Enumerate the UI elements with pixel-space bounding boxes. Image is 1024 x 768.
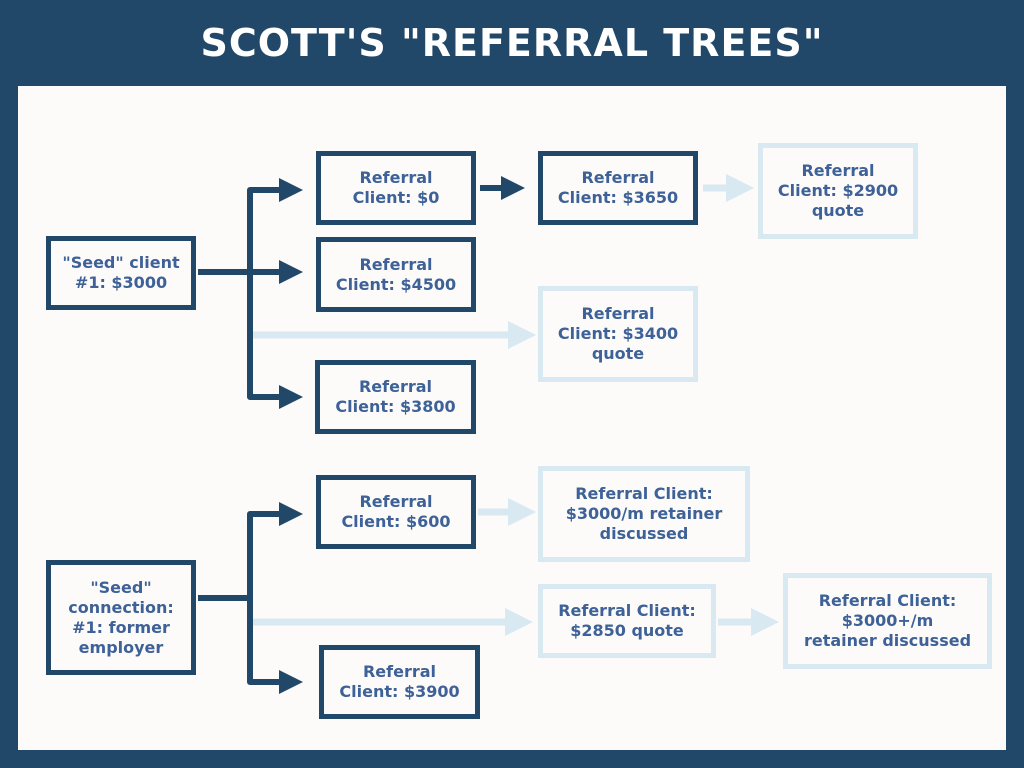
referral-quote-box: Referral Client: $2900 quote — [758, 143, 918, 239]
referral-client-box: Referral Client: $4500 — [316, 237, 476, 312]
referral-retainer-box: Referral Client: $3000/m retainer discus… — [538, 466, 750, 562]
seed-connection-label: "Seed" connection: #1: former employer — [68, 577, 174, 657]
referral-client-label: Referral Client: $600 — [341, 492, 451, 531]
referral-quote-box: Referral Client: $2850 quote — [538, 584, 716, 658]
referral-client-label: Referral Client: $3800 — [335, 377, 456, 416]
seed-client-label: "Seed" client #1: $3000 — [62, 253, 180, 292]
connector-tree2-spine — [247, 511, 283, 685]
seed-client-box: "Seed" client #1: $3000 — [46, 236, 196, 310]
referral-client-label: Referral Client: $2900 quote — [777, 161, 899, 220]
referral-client-label: Referral Client: $3900 — [339, 662, 460, 701]
referral-client-box: Referral Client: $600 — [316, 475, 476, 549]
referral-client-box: Referral Client: $3900 — [319, 645, 480, 719]
referral-client-label: Referral Client: $3650 — [557, 168, 679, 207]
referral-client-box: Referral Client: $3800 — [315, 360, 476, 434]
page-title: SCOTT'S "REFERRAL TREES" — [200, 21, 824, 65]
referral-retainer-box: Referral Client: $3000+/m retainer discu… — [783, 573, 992, 669]
connector-tree1-spine — [247, 187, 283, 400]
referral-client-label: Referral Client: $3000/m retainer discus… — [565, 484, 723, 543]
referral-client-label: Referral Client: $4500 — [335, 254, 457, 294]
referral-client-label: Referral Client: $3400 quote — [557, 304, 679, 363]
referral-client-label: Referral Client: $0 — [352, 168, 440, 207]
referral-client-box: Referral Client: $3650 — [538, 151, 698, 225]
seed-connection-box: "Seed" connection: #1: former employer — [46, 560, 196, 675]
referral-client-label: Referral Client: $2850 quote — [558, 601, 696, 640]
referral-client-box: Referral Client: $0 — [316, 151, 476, 225]
referral-client-label: Referral Client: $3000+/m retainer discu… — [803, 591, 972, 650]
referral-quote-box: Referral Client: $3400 quote — [538, 286, 698, 382]
